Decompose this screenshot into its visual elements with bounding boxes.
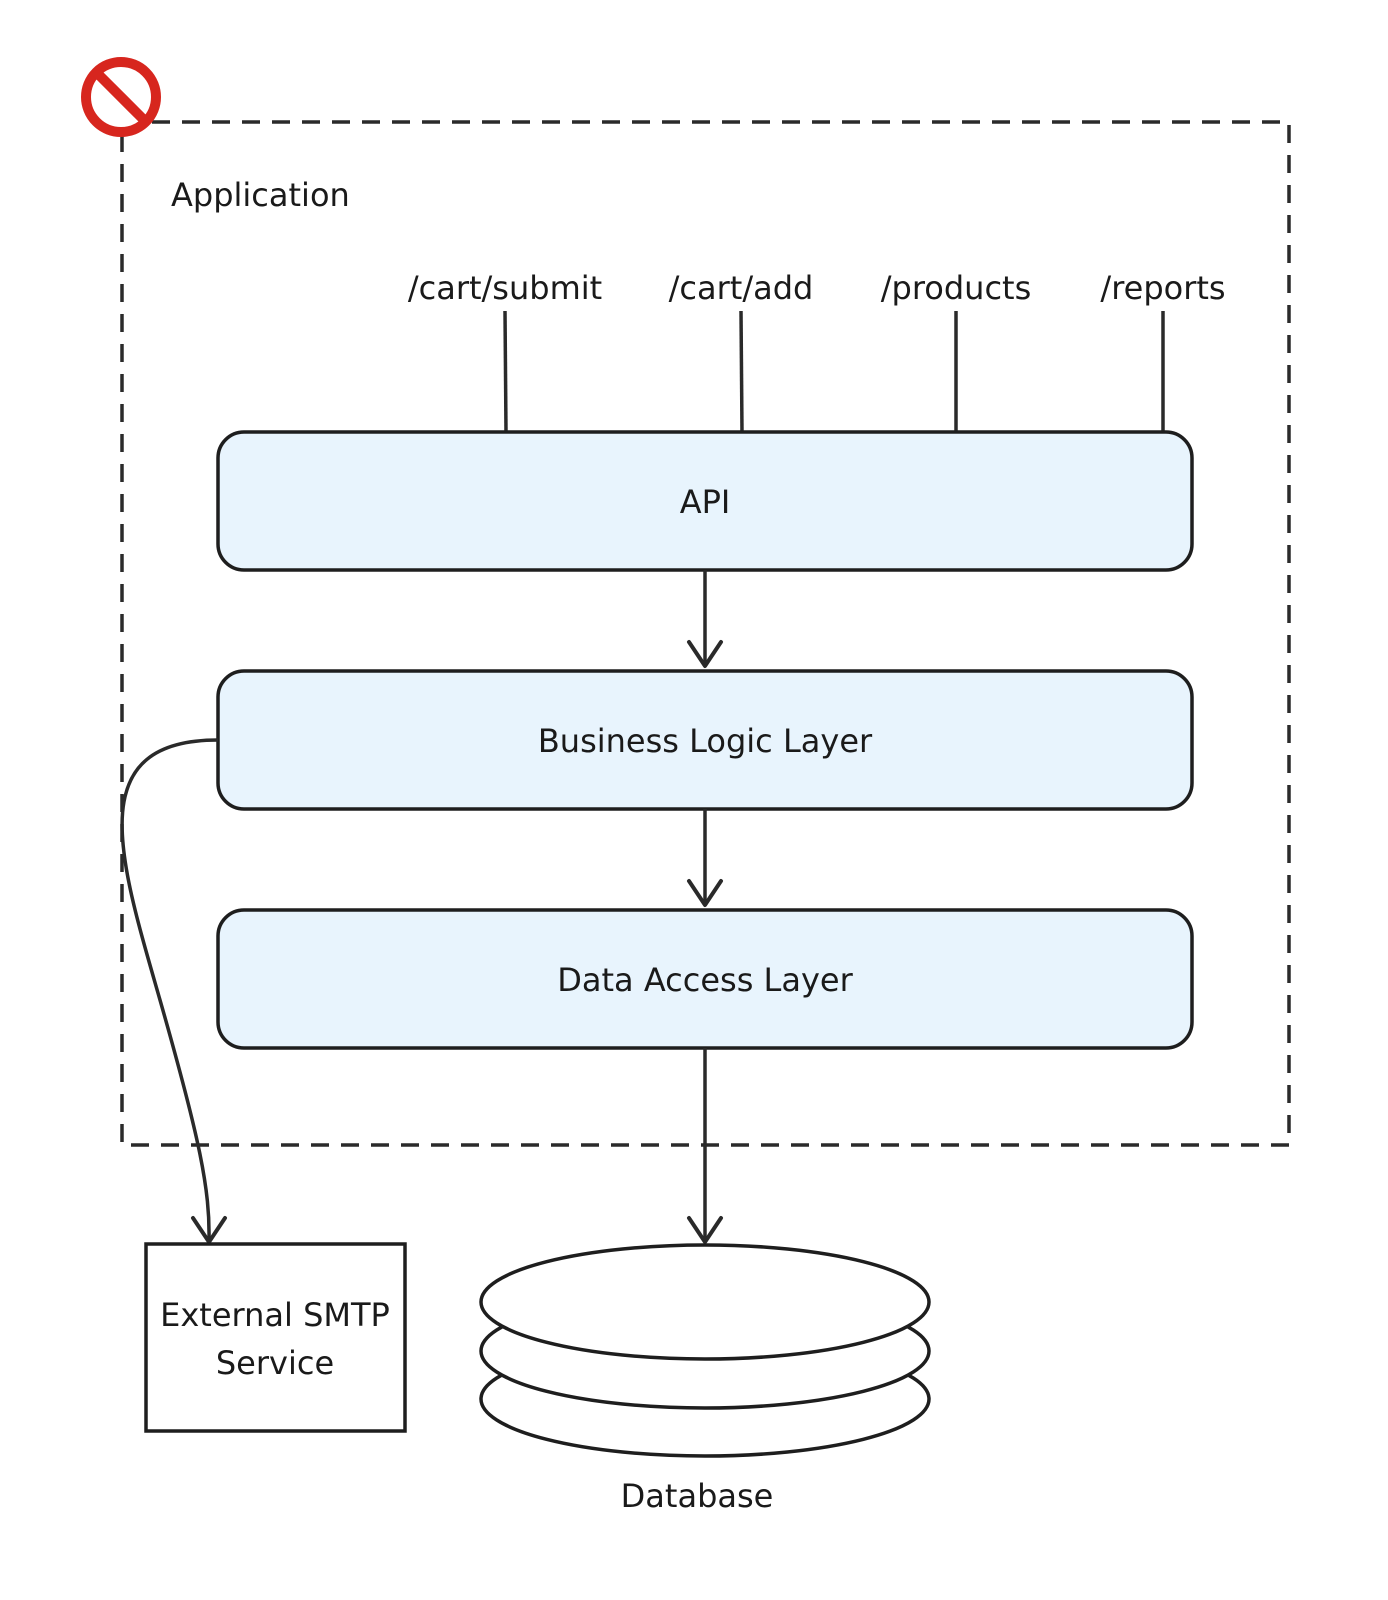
endpoint-cart-submit-label: /cart/submit: [408, 269, 602, 307]
no-entry-sign-icon: [81, 57, 161, 137]
endpoint-reports-label: /reports: [1100, 269, 1225, 307]
endpoint-cart-submit-line: [503, 310, 508, 433]
external-smtp-service-label-line2: Service: [216, 1344, 334, 1382]
arrowhead-data-access-to-database: [687, 1216, 723, 1244]
database-label: Database: [621, 1477, 774, 1515]
arrowhead-api-to-business: [687, 640, 723, 668]
external-smtp-service-box: [144, 1242, 407, 1433]
business-logic-layer-label: Business Logic Layer: [538, 722, 873, 760]
arrowhead-business-to-data-access: [687, 879, 723, 907]
application-label: Application: [171, 176, 350, 214]
database-cylinder: [479, 1243, 931, 1458]
arrowhead-business-to-smtp: [191, 1216, 227, 1244]
endpoint-products-label: /products: [881, 269, 1032, 307]
endpoint-cart-add-label: /cart/add: [669, 269, 814, 307]
endpoint-cart-add-line: [739, 310, 744, 433]
data-access-layer-label: Data Access Layer: [557, 961, 853, 999]
api-layer-label: API: [680, 483, 731, 521]
arrow-business-to-smtp: [120, 738, 219, 1241]
external-smtp-service-label-line1: External SMTP: [160, 1296, 390, 1334]
